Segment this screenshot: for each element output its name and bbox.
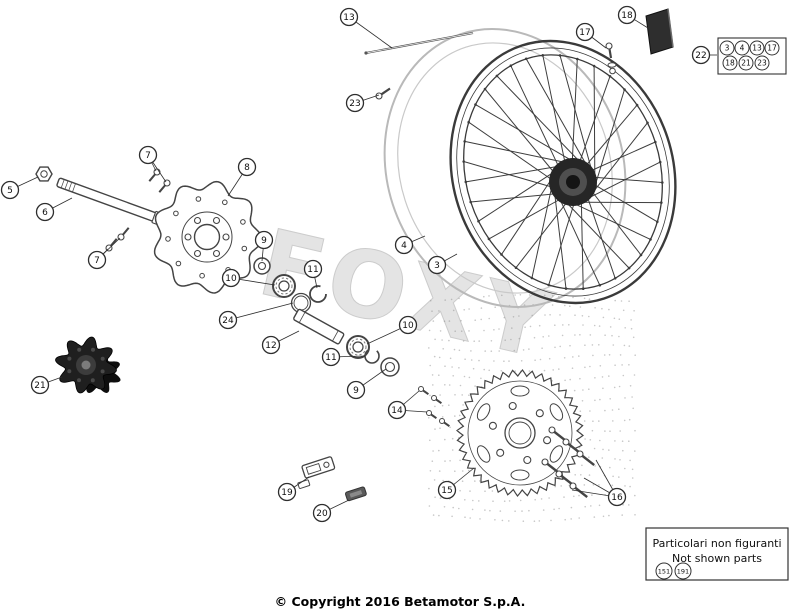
svg-text:13: 13 [343, 13, 354, 23]
svg-text:14: 14 [391, 406, 403, 416]
svg-text:9: 9 [353, 386, 359, 396]
callout-6: 6 [35, 197, 73, 222]
svg-text:21: 21 [741, 59, 751, 68]
svg-text:7: 7 [145, 151, 151, 161]
screws-16 [541, 426, 595, 499]
svg-text:13: 13 [752, 44, 762, 53]
circlip-11a [309, 285, 327, 303]
safety-rod-13 [364, 32, 474, 55]
callout-19: 19 [277, 476, 310, 502]
callout-11a: 11 [303, 259, 323, 289]
screw-17 [605, 42, 617, 75]
svg-text:3: 3 [434, 261, 440, 271]
callout-24: 24 [218, 302, 294, 330]
svg-text:7: 7 [94, 256, 100, 266]
tire [383, 28, 627, 308]
svg-text:10: 10 [402, 321, 414, 331]
chain-slider-20 [345, 486, 367, 502]
svg-text:22: 22 [695, 51, 706, 61]
copyright: © Copyright 2016 Betamotor S.p.A. [275, 594, 526, 609]
not-shown-box: Particolari non figuranti Not shown part… [645, 527, 789, 581]
svg-text:19: 19 [281, 488, 293, 498]
callout-11b: 11 [321, 347, 366, 367]
svg-text:18: 18 [725, 59, 735, 68]
wheel-spokes [462, 54, 664, 291]
callout-7b: 7 [87, 237, 121, 270]
svg-text:23: 23 [757, 59, 767, 68]
callout-8: 8 [227, 157, 257, 197]
svg-text:18: 18 [621, 11, 633, 21]
svg-text:9: 9 [261, 236, 267, 246]
svg-text:10: 10 [225, 274, 237, 284]
spacer-tube-12 [293, 308, 345, 345]
svg-text:12: 12 [265, 341, 276, 351]
spacer-9b [380, 357, 400, 377]
circlip-11b [364, 348, 380, 364]
callout-18: 18 [617, 5, 649, 29]
callout-20: 20 [312, 499, 350, 523]
rear-wheel [449, 39, 677, 305]
rear-axle-6 [56, 177, 171, 227]
legend-box: 3 4 13 17 18 21 23 [717, 37, 787, 75]
svg-text:11: 11 [325, 353, 336, 363]
callout-17: 17 [575, 22, 607, 49]
callout-4: 4 [394, 235, 426, 255]
svg-text:16: 16 [611, 493, 623, 503]
svg-text:151: 151 [658, 567, 670, 575]
svg-text:21: 21 [34, 381, 45, 391]
svg-text:17: 17 [767, 44, 777, 53]
svg-text:15: 15 [441, 486, 452, 496]
svg-text:17: 17 [579, 28, 590, 38]
callout-5: 5 [0, 176, 39, 200]
disc-bolts-upper [148, 168, 171, 193]
svg-text:4: 4 [401, 241, 407, 251]
rim-pad-18 [645, 8, 674, 55]
svg-text:24: 24 [222, 316, 234, 326]
disc-bolts-lower [105, 227, 130, 252]
svg-text:23: 23 [349, 99, 360, 109]
bearing-10a [272, 274, 296, 298]
callout-9b: 9 [346, 368, 387, 400]
callout-21: 21 [30, 375, 63, 395]
svg-text:3: 3 [725, 44, 730, 53]
brake-disc-8 [153, 180, 263, 294]
bearing-10b [346, 335, 370, 359]
sprocket-bolts-14 [418, 386, 450, 428]
not-shown-line1: Particolari non figuranti [652, 537, 781, 550]
svg-text:6: 6 [42, 208, 48, 218]
svg-text:20: 20 [316, 509, 328, 519]
svg-text:5: 5 [7, 186, 13, 196]
callout-7a: 7 [138, 145, 167, 183]
svg-text:11: 11 [307, 265, 318, 275]
callout-10a: 10 [221, 268, 276, 288]
sprocket-15 [456, 369, 584, 497]
callout-12: 12 [261, 330, 300, 355]
callout-13: 13 [339, 7, 393, 49]
callout-10b: 10 [366, 315, 418, 345]
callout-3: 3 [427, 253, 458, 275]
callout-16: 16 [571, 459, 627, 507]
callout-9a: 9 [254, 230, 274, 262]
not-shown-line2: Not shown parts [672, 552, 762, 565]
wheel-hub [549, 158, 597, 206]
screw-23 [375, 87, 391, 100]
svg-text:4: 4 [740, 44, 745, 53]
callouts-layer: 13 18 17 22 23 5 6 7 7 8 9 10 24 11 12 1… [0, 5, 717, 523]
svg-text:191: 191 [677, 567, 689, 575]
callout-15: 15 [437, 467, 475, 500]
callout-23: 23 [345, 93, 380, 113]
chain-adjuster-19 [297, 456, 336, 489]
callout-14: 14 [387, 390, 428, 420]
axle-nut-5 [35, 166, 53, 182]
svg-text:8: 8 [244, 163, 250, 173]
callout-22: 22 [691, 45, 717, 65]
hub-21 [55, 336, 121, 394]
